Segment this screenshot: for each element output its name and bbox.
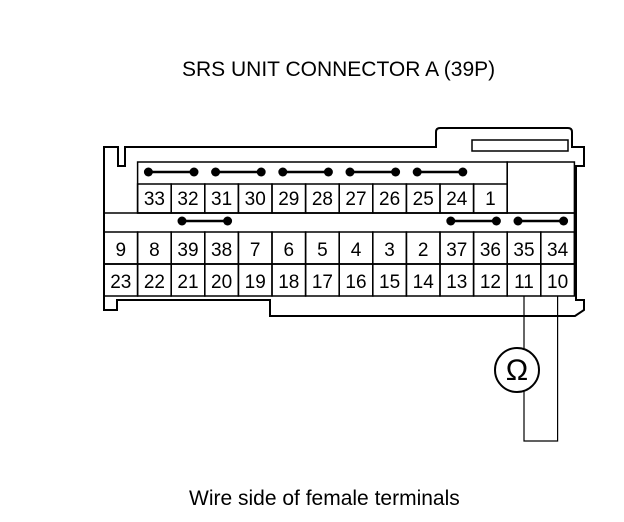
terminal-27-label: 27 [345,189,366,210]
connector-housing [103,127,585,317]
terminal-6-label: 6 [284,240,295,261]
shorting-bar-33-32 [143,167,199,177]
terminal-22-label: 22 [144,272,165,293]
terminal-33-label: 33 [144,189,165,210]
terminal-26-label: 26 [379,189,400,210]
terminal-18-label: 18 [278,272,299,293]
terminal-2-label: 2 [418,240,429,261]
terminal-31-label: 31 [211,189,232,210]
terminal-34-label: 34 [547,240,569,261]
terminal-17-label: 17 [312,272,333,293]
terminal-8-label: 8 [149,240,160,261]
shorting-bar-31-30 [211,167,266,177]
ohm-symbol: Ω [506,354,528,387]
shorting-bar-27-26 [345,167,401,177]
terminal-19-label: 19 [245,272,266,293]
terminal-39-label: 39 [177,240,198,261]
terminal-38-label: 38 [211,240,232,261]
diagram-footer: Wire side of female terminals [189,487,460,510]
terminal-3-label: 3 [384,240,395,261]
terminal-32-label: 32 [177,189,198,210]
terminal-35-label: 35 [513,240,534,261]
terminal-13-label: 13 [446,272,467,293]
terminal-15-label: 15 [379,272,400,293]
row1-blank-cell [506,161,576,214]
shorting-bar-25-24 [412,167,468,177]
terminal-37-label: 37 [446,240,467,261]
shorting-bar-29-28 [278,167,333,177]
terminal-11-label: 11 [514,272,534,293]
terminal-29-label: 29 [278,189,299,210]
terminal-24-label: 24 [446,189,468,210]
terminal-23-label: 23 [110,272,131,293]
terminal-16-label: 16 [345,272,366,293]
terminal-10-label: 10 [547,272,568,293]
ohmmeter: Ω [494,296,559,442]
shorting-bar-35-34 [513,216,569,226]
terminal-4-label: 4 [351,240,362,261]
diagram-title: SRS UNIT CONNECTOR A (39P) [182,58,496,81]
shorting-bar-39-38 [177,216,233,226]
terminal-25-label: 25 [413,189,434,210]
terminal-14-label: 14 [413,272,435,293]
terminal-5-label: 5 [317,240,328,261]
shorting-bar-37-36 [446,216,501,226]
ohmmeter-icon [494,347,540,393]
terminal-21-label: 21 [177,272,198,293]
terminal-20-label: 20 [211,272,232,293]
terminal-12-label: 12 [480,272,501,293]
terminal-28-label: 28 [312,189,333,210]
shorting-bars [143,167,569,226]
terminal-9-label: 9 [116,240,127,261]
terminal-36-label: 36 [480,240,501,261]
terminal-7-label: 7 [250,240,261,261]
terminal-1-label: 1 [485,189,496,210]
terminal-30-label: 30 [245,189,266,210]
